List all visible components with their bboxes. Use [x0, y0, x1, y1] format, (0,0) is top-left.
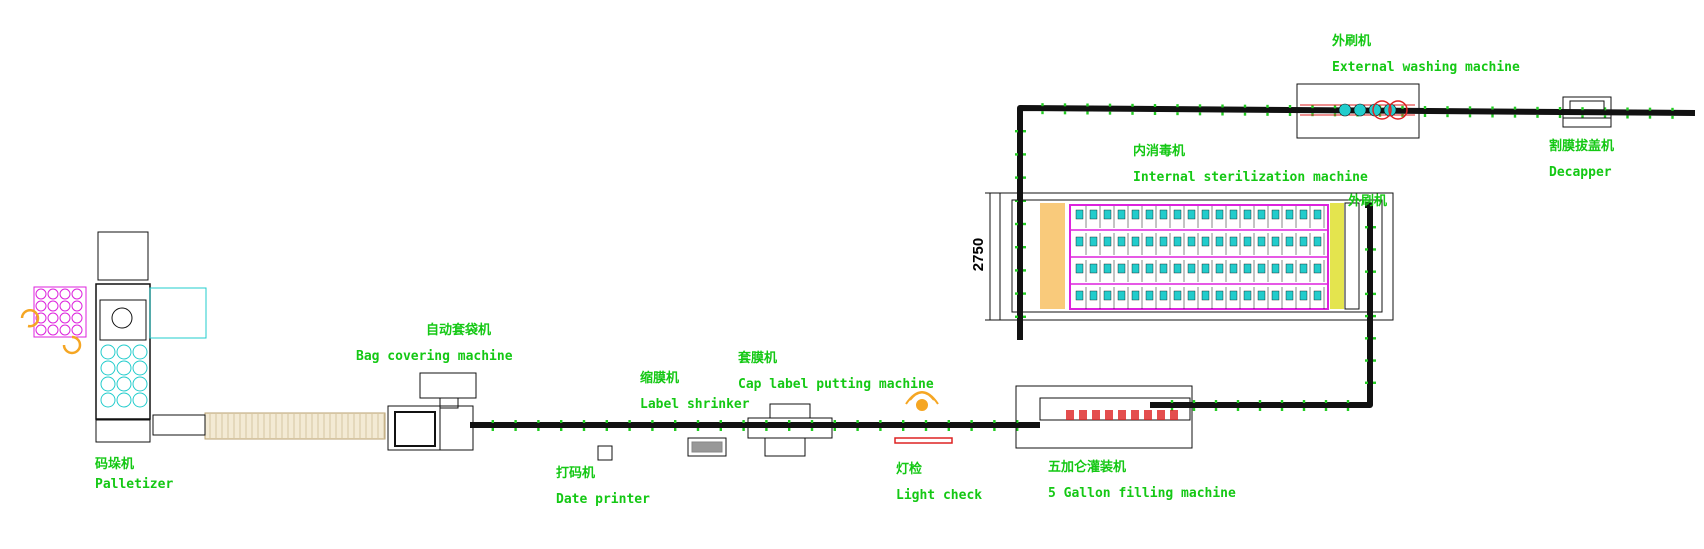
- label-palletizer-cn: 码垛机: [95, 457, 135, 472]
- bag-covering-machine: [387, 372, 477, 451]
- conveyor-lines: [470, 105, 1696, 428]
- label-filling-cn: 五加仑灌装机: [1048, 460, 1127, 475]
- conveyor-right: [1150, 202, 1373, 408]
- cap-label-machine: [747, 403, 833, 457]
- label-label-shrinker-cn: 缩膜机: [640, 371, 680, 386]
- label-filling-en: 5 Gallon filling machine: [1048, 486, 1236, 501]
- label-cap-label-en: Cap label putting machine: [738, 377, 934, 392]
- accumulation-conveyor: [152, 412, 386, 440]
- rotation-arrow-icon: [20, 309, 82, 355]
- label-light-check-en: Light check: [896, 488, 983, 503]
- date-printer-machine: [597, 445, 613, 461]
- label-external-washing-cn: 外刷机: [1332, 34, 1372, 49]
- decapper-machine: [1562, 96, 1612, 128]
- label-decapper-en: Decapper: [1549, 165, 1612, 180]
- label-date-printer-en: Date printer: [556, 492, 650, 507]
- label-external-washing-en: External washing machine: [1332, 60, 1520, 75]
- external-washing-machine: [1296, 83, 1420, 139]
- label-decapper-cn: 割膜拔盖机: [1549, 139, 1615, 154]
- filling-machine: [1015, 385, 1193, 449]
- dimension-2750: 2750: [970, 237, 988, 272]
- label-palletizer-en: Palletizer: [95, 477, 174, 492]
- label-internal-sterilization-cn: 内消毒机: [1133, 144, 1186, 159]
- label-date-printer-cn: 打码机: [556, 466, 596, 481]
- label-bag-covering-en: Bag covering machine: [356, 349, 513, 364]
- light-check-lamp-icon: [905, 391, 939, 411]
- label-light-check-cn: 灯检: [896, 462, 923, 477]
- label-bag-covering-cn: 自动套袋机: [426, 323, 492, 338]
- label-internal-sterilization-en: Internal sterilization machine: [1133, 170, 1368, 185]
- label-shrinker-machine: [687, 437, 727, 457]
- label-external-partial-cn: 外刷机: [1348, 194, 1388, 209]
- internal-sterilization-machine: [985, 192, 1394, 321]
- light-check-station: [894, 391, 953, 444]
- label-cap-label-cn: 套膜机: [738, 351, 778, 366]
- palletizer-machine: [20, 231, 207, 443]
- conveyor-top: [1017, 105, 1696, 340]
- label-label-shrinker-en: Label shrinker: [640, 397, 750, 412]
